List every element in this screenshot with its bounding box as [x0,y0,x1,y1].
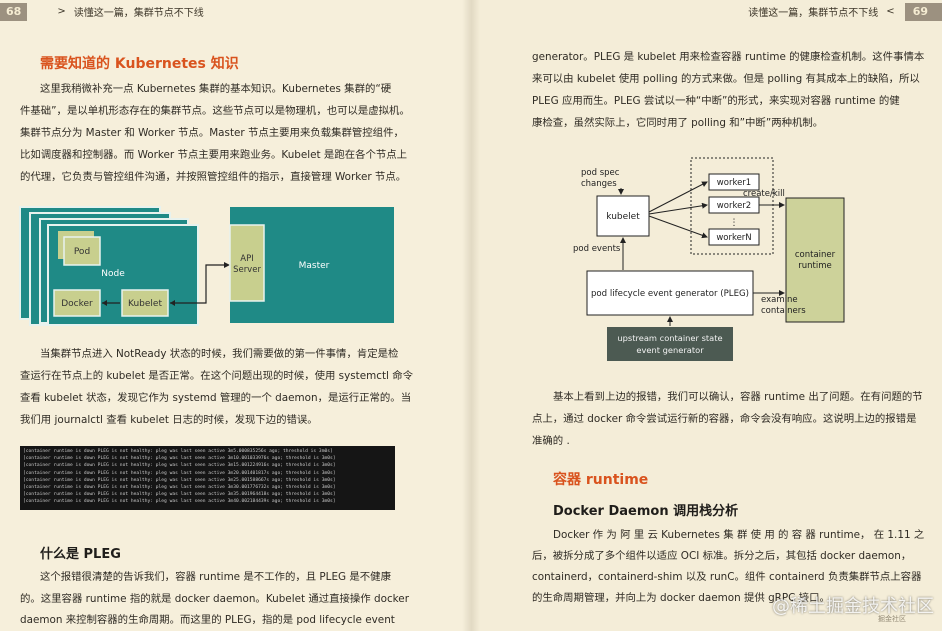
left-header-arrow: > [57,6,66,17]
kubelet-node [596,195,650,237]
left-para2-line3: 查看 kubelet 状态，发现它作为 systemd 管理的一个 daemon… [20,392,412,404]
pleg-diagram: pod spec changes kubelet worker1 worker2… [573,157,845,361]
right-page-header: 读懂这一篇，集群节点不下线 < 69 [748,2,942,21]
left-para2-line1: 当集群节点进入 NotReady 状态的时候，我们需要做的第一件事情，肯定是检 [40,348,399,360]
worker2-label: worker2 [717,201,751,211]
kubelet-worker1-arrow [648,181,708,213]
pod-label: Pod [74,247,90,257]
container-runtime-label-1: container [795,250,836,260]
worker1-box [708,173,760,191]
left-page: 68 > 读懂这一篇，集群节点不下线 需要知道的 Kubernetes 知识 这… [0,0,471,631]
kubelet-label: Kubelet [128,299,162,309]
left-page-number: 68 [0,2,28,21]
log-line: [container runtime is down PLEG is not h… [23,456,336,462]
workerN-box [708,228,760,246]
right-para1-line3: PLEG 应用而生。PLEG 尝试以一种“中断”的形式，来实现对容器 runti… [532,95,900,107]
right-para1-line2: 来可以由 kubelet 使用 polling 的方式来做。但是 polling… [532,73,920,85]
right-para3-line4: 的生命周期管理，并向上为 docker daemon 提供 gRPC 接口。 [532,592,830,604]
pod-events-label: pod events [573,244,621,254]
right-para3-line2: 后，被拆分成了多个组件以适应 OCI 标准。拆分之后，其包括 docker da… [532,550,912,562]
log-line: [container runtime is down PLEG is not h… [23,449,333,454]
right-para1-line1: generator。PLEG 是 kubelet 用来检查容器 runtime … [532,51,925,63]
kubelet-log-terminal: [container runtime is down PLEG is not h… [20,446,395,510]
create-kill-label: create/kill [743,189,785,199]
left-para2-line2: 查运行在节点上的 kubelet 是否正常。在这个问题出现的时候，使用 syst… [20,370,414,382]
api-label-1: API [240,254,253,264]
examine-label-1: examine [761,295,798,305]
left-para3-line3: daemon 来控制容器的生命周期。而这里的 PLEG，指的是 pod life… [20,614,395,626]
kubelet-box [121,289,169,317]
right-page: 读懂这一篇，集群节点不下线 < 69 generator。PLEG 是 kube… [471,0,942,631]
right-header-title: 读懂这一篇，集群节点不下线 [748,8,879,19]
kubelet-workerN-arrow [648,215,708,239]
kubelet-worker2-arrow [648,202,708,215]
left-para1-line2: 件基础”，是以单机形态存在的集群节点。这些节点可以是物理机，也可以是虚拟机。 [20,105,410,117]
subsection-title-pleg: 什么是 PLEG [40,547,121,562]
log-line: [container runtime is down PLEG is not h… [23,485,336,491]
watermark: @稀土掘金技术社区 [772,596,934,617]
left-page-header: 68 > 读懂这一篇，集群节点不下线 [0,2,204,21]
kubelet-api-arrow [170,264,228,304]
right-para3-line1: Docker 作 为 阿 里 云 Kubernetes 集 群 使 用 的 容 … [553,529,925,541]
worker-group [690,157,774,255]
examine-label-2: containers [761,306,806,316]
api-label-2: Server [233,265,261,275]
right-para2-line3: 准确的 . [532,435,570,447]
left-para1-line4: 比如调度器和控制器。而 Worker 节点主要用来跑业务。Kubelet 是跑在… [20,149,408,161]
arrowhead-kubelet [170,300,175,306]
arrowhead-right [224,262,230,268]
pod-spec-label-1: pod spec [581,168,620,178]
right-header-arrow: < [886,6,895,17]
pleg-label: pod lifecycle event generator (PLEG) [591,289,749,299]
log-line: [container runtime is down PLEG is not h… [23,499,336,505]
pod-spec-label-2: changes [581,179,617,189]
watermark-small: 掘金社区 [878,615,906,623]
node-label: Node [101,269,125,279]
left-para1-line3: 集群节点分为 Master 和 Worker 节点。Master 节点主要用来负… [20,127,404,139]
right-para1-line4: 康检查，虽然实际上，它同时用了 polling 和”中断”两种机制。 [532,117,824,129]
book-gutter [462,0,480,631]
pleg-box [586,270,754,316]
node-master-diagram: Pod Node Docker Kubelet API Server Maste… [19,206,394,326]
docker-label: Docker [61,299,93,309]
left-para3-line2: 的。这里容器 runtime 指的就是 docker daemon。Kubele… [20,593,409,605]
section-title-k8s: 需要知道的 Kubernetes 知识 [40,56,239,72]
log-line: [container runtime is down PLEG is not h… [23,477,336,483]
right-para2-line1: 基本上看到上边的报错，我们可以确认，容器 runtime 出了问题。在有问题的节 [553,391,923,403]
api-server-box [229,224,265,302]
arrowhead-left [102,300,107,306]
log-line: [container runtime is down PLEG is not h… [23,470,336,476]
left-para2-line4: 我们用 journalctl 查看 kubelet 日志的时候，发现下边的错误。 [20,414,318,426]
left-para1-line1: 这里我稍微补充一点 Kubernetes 集群的基本知识。Kubernetes … [40,83,392,95]
left-header-title: 读懂这一篇，集群节点不下线 [73,8,204,19]
master-label: Master [299,261,330,271]
docker-box [53,289,101,317]
workerN-label: workerN [716,233,751,243]
container-runtime-label-2: runtime [798,261,831,271]
section-title-container-runtime: 容器 runtime [553,472,649,488]
kubelet-node-label: kubelet [606,212,640,222]
right-para2-line2: 点上，通过 docker 命令尝试运行新的容器，命令会没有响应。这说明上边的报错… [532,413,917,425]
right-page-number: 69 [904,2,942,21]
log-line: [container runtime is down PLEG is not h… [23,492,336,498]
log-line: [container runtime is down PLEG is not h… [23,463,336,469]
upstream-label-2: event generator [636,345,704,355]
pod-box [63,236,101,266]
upstream-label-1: upstream container state [617,333,722,343]
container-runtime-box [785,197,845,323]
right-para3-line3: containerd，containerd-shim 以及 runC。组件 co… [532,571,922,583]
upstream-box [607,327,733,361]
left-para3-line1: 这个报错很清楚的告诉我们，容器 runtime 是不工作的，且 PLEG 是不健… [40,571,391,583]
worker1-label: worker1 [717,178,751,188]
worker-ellipsis: ⋮ [730,218,739,228]
left-para1-line5: 的代理，它负责与管控组件沟通，并按照管控组件的指示，直接管理 Worker 节点… [20,171,407,183]
subsection-title-docker-daemon: Docker Daemon 调用栈分析 [553,504,739,519]
